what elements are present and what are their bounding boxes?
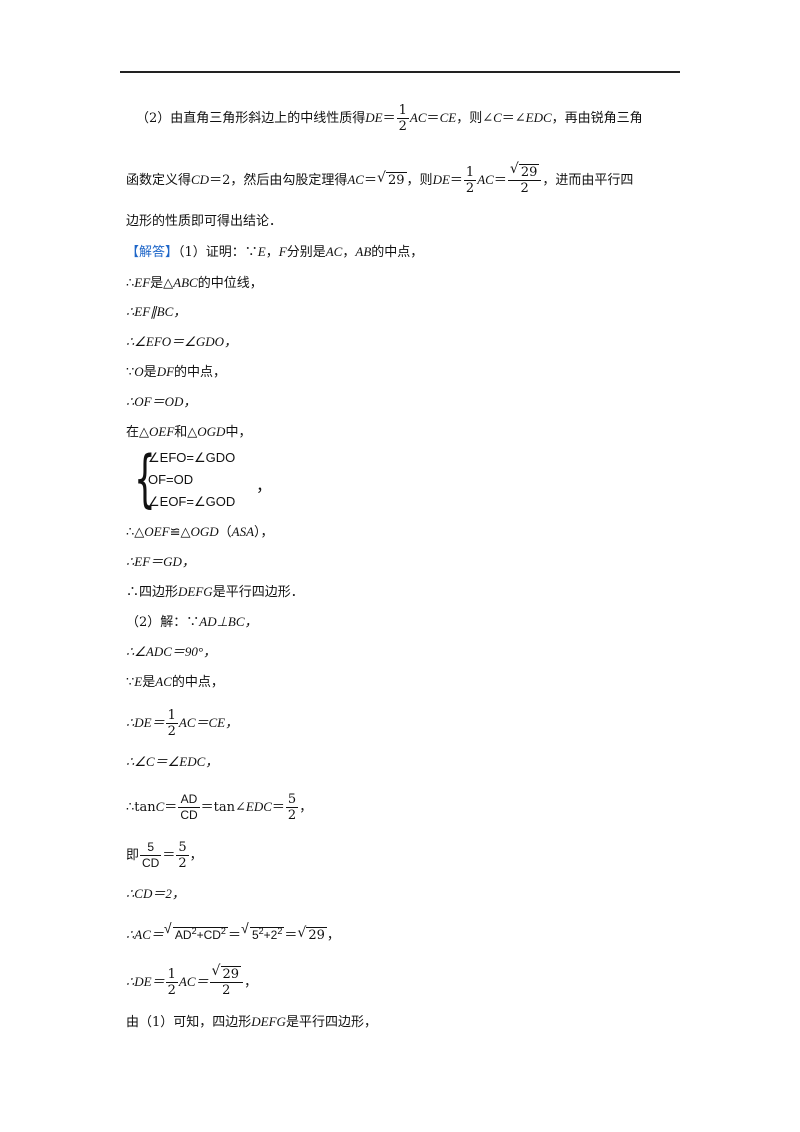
answer-line-18: ∴CD＝2， xyxy=(126,886,185,901)
answer-line-19: ∴AC＝AD2+CD2＝52+22＝29， xyxy=(126,919,340,945)
brace-icon: { xyxy=(134,442,156,515)
answer-line-6: ∴OF＝OD， xyxy=(126,394,197,409)
answer-line-8: ∴△OEF≌△OGD（ASA）， xyxy=(126,524,274,540)
answer-line-1: 【解答】（1）证明：∵E，F分别是AC，AB的中点， xyxy=(126,244,424,260)
header-rule xyxy=(120,71,680,73)
answer-line-4: ∴∠EFO＝∠GDO， xyxy=(126,334,238,349)
answer-line-2: ∴EF是△ABC的中位线， xyxy=(126,275,263,291)
answer-line-7: 在△OEF和△OGD中， xyxy=(126,424,252,440)
answer-line-12: ∴∠ADC＝90°， xyxy=(126,644,217,659)
sqrt-29: 29 xyxy=(377,169,407,190)
answer-line-11: （2）解：∵AD⊥BC， xyxy=(126,614,258,630)
answer-tag: 【解答】 xyxy=(126,245,179,260)
answer-line-3: ∴EF∥BC， xyxy=(126,304,187,319)
equation-system: { ∠EFO=∠GDO OF=OD ∠EOF=∠GOD ， xyxy=(134,442,273,515)
answer-line-5: ∵O是DF的中点， xyxy=(126,364,227,380)
answer-line-9: ∴EF＝GD， xyxy=(126,554,195,569)
answer-line-15: ∴∠C＝∠EDC， xyxy=(126,754,219,769)
answer-line-21: 由（1）可知，四边形DEFG是平行四边形， xyxy=(126,1014,377,1030)
analysis-line-3: 边形的性质即可得出结论． xyxy=(126,214,283,229)
answer-line-10: ∴四边形DEFG是平行四边形． xyxy=(126,584,304,600)
analysis-line-2: 函数定义得CD＝2，然后由勾股定理得AC＝29，则DE＝12AC＝292，进而由… xyxy=(126,162,633,196)
answer-line-13: ∵E是AC的中点， xyxy=(126,674,224,690)
